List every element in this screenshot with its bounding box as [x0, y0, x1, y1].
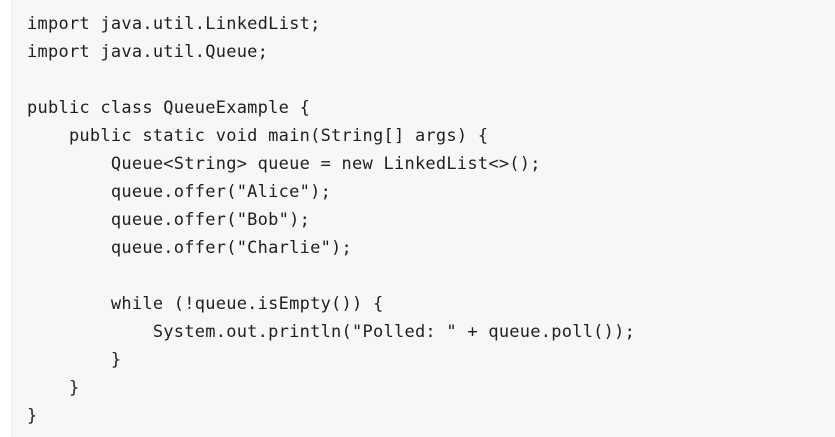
code-line: public class QueueExample { [27, 98, 311, 118]
code-line: public static void main(String[] args) { [27, 126, 489, 146]
code-line: queue.offer("Alice"); [27, 182, 332, 202]
code-line: System.out.println("Polled: " + queue.po… [27, 322, 636, 342]
code-line: } [27, 378, 80, 398]
code-line: queue.offer("Charlie"); [27, 238, 353, 258]
code-line: import java.util.Queue; [27, 42, 269, 62]
code-line: queue.offer("Bob"); [27, 210, 311, 230]
code-line: Queue<String> queue = new LinkedList<>()… [27, 154, 541, 174]
code-line [27, 66, 635, 94]
code-line [27, 262, 635, 290]
code-line: while (!queue.isEmpty()) { [27, 294, 384, 314]
code-block: import java.util.LinkedList; import java… [11, 0, 835, 437]
code-line: } [27, 350, 122, 370]
code-line: import java.util.LinkedList; [27, 14, 321, 34]
code-line: } [27, 406, 38, 426]
code-content: import java.util.LinkedList; import java… [27, 10, 635, 430]
